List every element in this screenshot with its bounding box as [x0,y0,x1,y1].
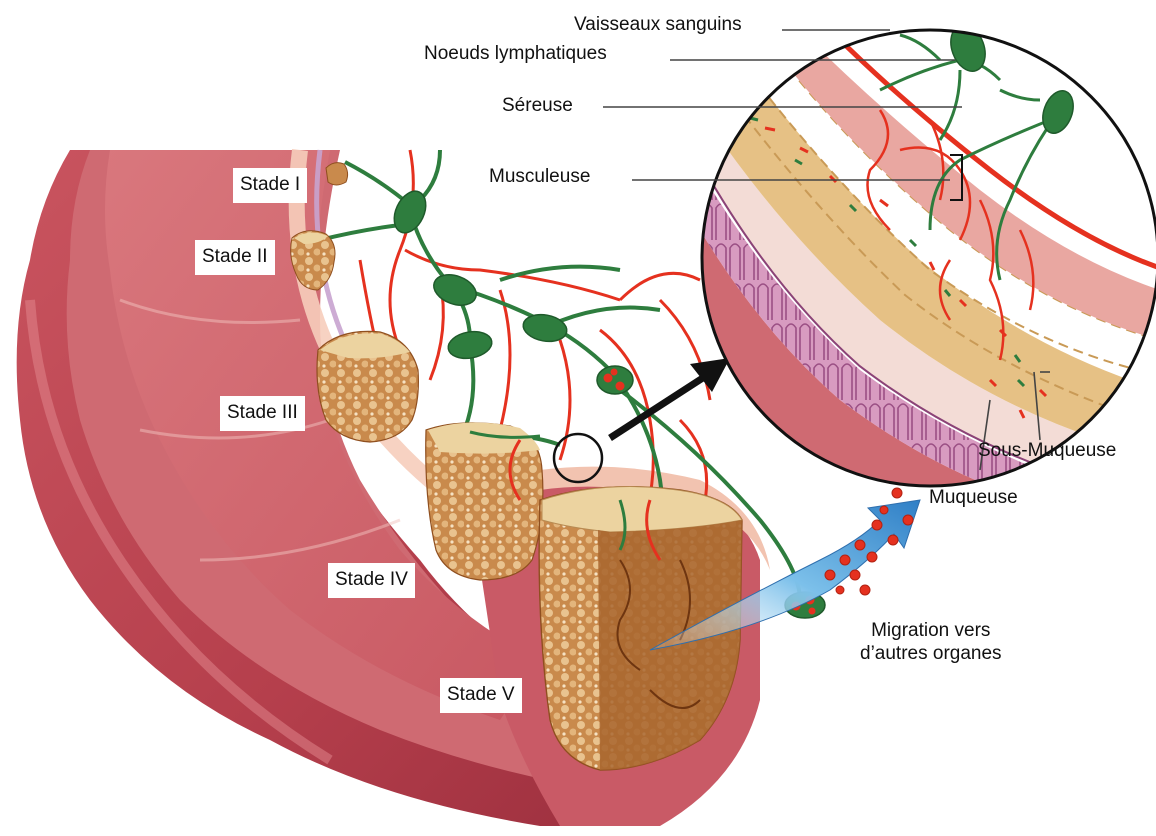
label-sereuse: Séreuse [502,95,573,118]
stage-5-label: Stade V [440,678,522,713]
label-noeuds-lymphatiques: Noeuds lymphatiques [424,43,607,66]
label-migration-line2: d’autres organes [860,643,1002,666]
tumor-stage-4 [426,422,543,580]
tumor-stage-1 [326,163,348,185]
stage-1-label: Stade I [233,168,307,203]
stage-3-label: Stade III [220,396,305,431]
label-migration: Migration vers d’autres organes [860,620,1002,666]
label-muqueuse: Muqueuse [929,487,1018,510]
tumor-stage-3 [317,331,418,442]
label-sous-muqueuse: Sous-Muqueuse [978,440,1116,463]
label-vaisseaux-sanguins: Vaisseaux sanguins [574,14,742,37]
stage-2-label: Stade II [195,240,275,275]
label-migration-line1: Migration vers [860,620,1002,643]
label-musculeuse: Musculeuse [489,166,590,189]
stage-4-label: Stade IV [328,563,415,598]
